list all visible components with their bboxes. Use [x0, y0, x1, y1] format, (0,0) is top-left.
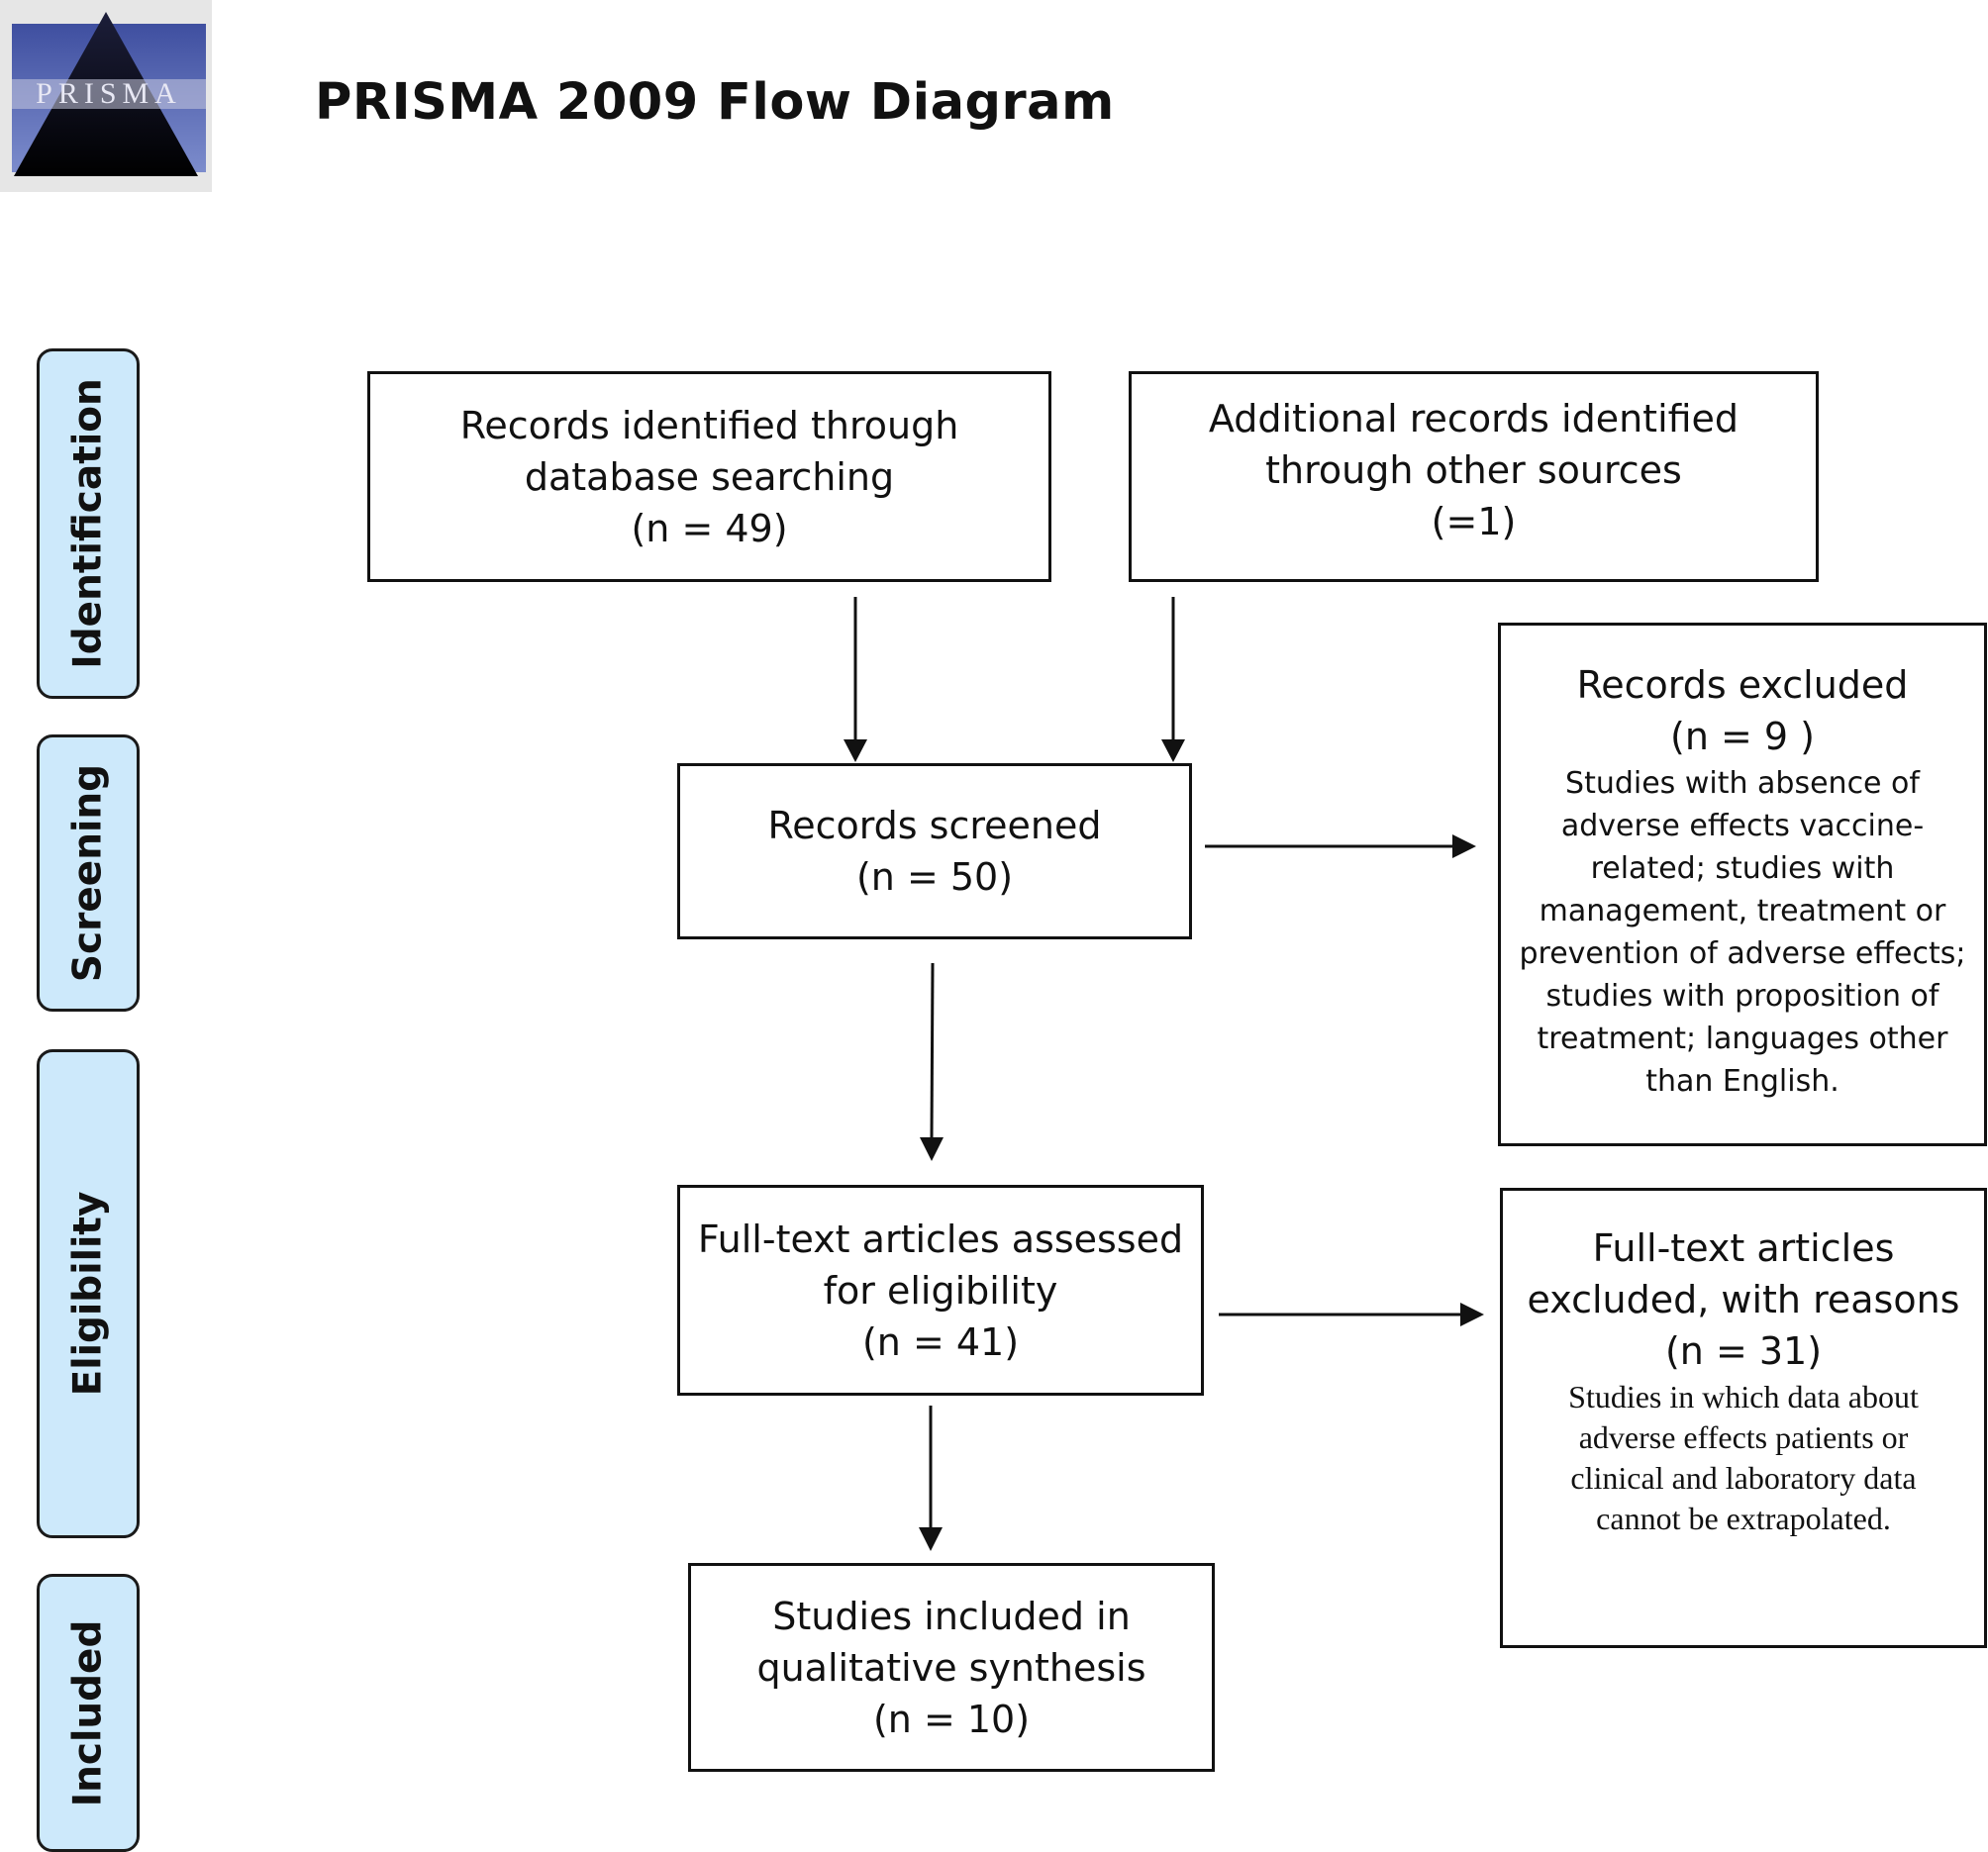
arrowhead-screened-to-fulltext: [920, 1137, 944, 1161]
stage-included: Included: [37, 1574, 140, 1852]
records-excluded-count: (n = 9 ): [1670, 715, 1815, 758]
database-line-1: Records identified through: [459, 403, 959, 447]
box-database-records: Records identified through database sear…: [367, 371, 1051, 582]
records-excluded-reason-8: than English.: [1645, 1064, 1839, 1099]
fulltext-assessed-line-2: for eligibility: [823, 1268, 1058, 1313]
stage-identification: Identification: [37, 348, 140, 699]
database-count: (n = 49): [631, 506, 788, 550]
fulltext-excluded-reason-1: Studies in which data about: [1568, 1379, 1919, 1414]
arrowhead-fulltext-to-excluded: [1460, 1303, 1484, 1326]
arrowhead-screened-to-excluded: [1452, 834, 1476, 858]
other-sources-line-1: Additional records identified: [1208, 396, 1740, 440]
stage-screening: Screening: [37, 734, 140, 1012]
records-excluded-reason-6: studies with proposition of: [1545, 979, 1939, 1014]
arrowhead-fulltext-to-included: [919, 1527, 943, 1551]
records-excluded-reason-5: prevention of adverse effects;: [1519, 936, 1966, 971]
other-sources-line-2: through other sources: [1265, 447, 1682, 492]
screened-line-1: Records screened: [767, 804, 1102, 847]
included-line-1: Studies included in: [772, 1594, 1131, 1638]
arrow-screened-to-fulltext: [930, 962, 935, 1139]
arrowhead-database-to-screened: [844, 739, 867, 762]
logo-text: PRISMA: [36, 77, 182, 110]
fulltext-assessed-count: (n = 41): [861, 1319, 1020, 1364]
included-line-2: qualitative synthesis: [756, 1645, 1146, 1690]
prisma-logo: PRISMA: [0, 0, 212, 192]
records-excluded-reason-1: Studies with absence of: [1565, 766, 1920, 801]
fulltext-assessed-line-1: Full-text articles assessed: [697, 1217, 1184, 1261]
fulltext-excluded-line-2: excluded, with reasons: [1527, 1278, 1960, 1321]
records-excluded-reason-7: treatment; languages other: [1537, 1022, 1948, 1056]
fulltext-excluded-reason-3: clinical and laboratory data: [1570, 1460, 1917, 1496]
box-fulltext-assessed: Full-text articles assessed for eligibil…: [677, 1185, 1204, 1396]
records-excluded-reason-4: management, treatment or: [1539, 894, 1946, 928]
box-records-screened: Records screened (n = 50): [677, 763, 1192, 939]
fulltext-excluded-reason-2: adverse effects patients or: [1578, 1419, 1909, 1455]
included-count: (n = 10): [872, 1697, 1031, 1741]
box-records-excluded: Records excluded (n = 9 ) Studies with a…: [1498, 623, 1987, 1146]
box-other-sources: Additional records identified through ot…: [1129, 371, 1819, 582]
page-title: PRISMA 2009 Flow Diagram: [315, 73, 1115, 132]
prisma-logo-graphic: PRISMA: [12, 12, 206, 176]
records-excluded-reason-3: related; studies with: [1590, 851, 1895, 886]
arrowhead-other-to-screened: [1161, 739, 1185, 762]
records-excluded-reason-2: adverse effects vaccine-: [1560, 809, 1925, 843]
box-studies-included: Studies included in qualitative synthesi…: [688, 1563, 1215, 1772]
fulltext-excluded-line-1: Full-text articles: [1592, 1226, 1895, 1270]
other-sources-count: (=1): [1431, 499, 1517, 543]
records-excluded-line-1: Records excluded: [1576, 663, 1909, 707]
screened-count: (n = 50): [855, 855, 1014, 899]
stage-eligibility: Eligibility: [37, 1049, 140, 1538]
database-line-2: database searching: [524, 454, 895, 499]
fulltext-excluded-count: (n = 31): [1664, 1329, 1823, 1373]
fulltext-excluded-reason-4: cannot be extrapolated.: [1596, 1501, 1891, 1536]
box-fulltext-excluded: Full-text articles excluded, with reason…: [1500, 1188, 1987, 1648]
